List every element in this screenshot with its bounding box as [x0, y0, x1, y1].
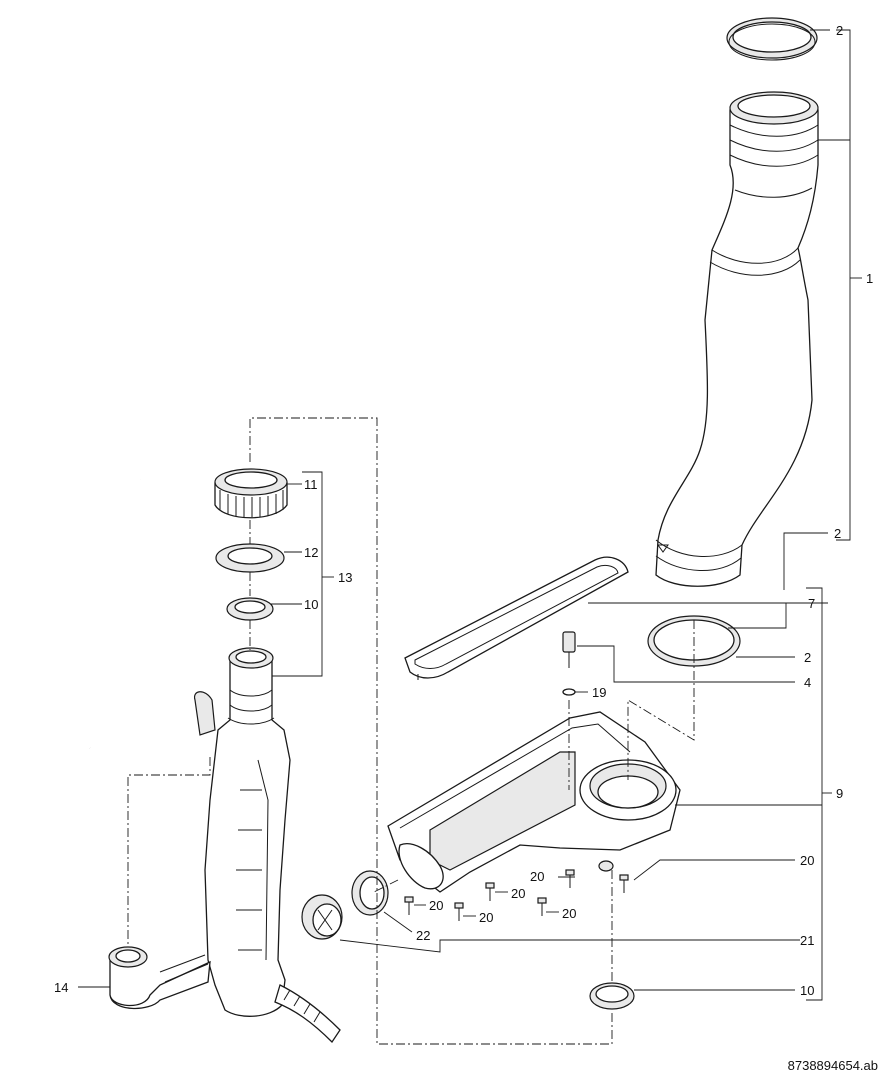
- o-ring-siphon: [226, 597, 274, 621]
- callout-20-a: 20: [530, 869, 544, 884]
- seal-ring-cap: [351, 870, 389, 916]
- condensate-pan: [387, 711, 681, 893]
- callout-2-lower: 2: [804, 650, 811, 665]
- callout-4: 4: [804, 675, 811, 690]
- callout-20-e: 20: [562, 906, 576, 921]
- callout-20-d: 20: [479, 910, 493, 925]
- callout-10-upper: 10: [304, 597, 318, 612]
- screw: [537, 897, 547, 916]
- callout-2-top: 2: [836, 23, 843, 38]
- temperature-sensor: [562, 631, 576, 696]
- seal-ring-bottom: [589, 982, 635, 1010]
- callout-14: 14: [54, 980, 68, 995]
- union-nut: [214, 468, 288, 519]
- callout-20-right: 20: [800, 853, 814, 868]
- screw: [404, 896, 414, 915]
- callout-1: 1: [866, 271, 873, 286]
- screw: [485, 882, 495, 901]
- elbow-connector: [108, 946, 211, 1010]
- document-number: 8738894654.ab: [788, 1058, 878, 1073]
- screw: [565, 869, 575, 888]
- gasket-frame: [404, 556, 629, 680]
- tube: [74, 131, 208, 749]
- callout-10-bottom: 10: [800, 983, 814, 998]
- callout-20-b: 20: [511, 886, 525, 901]
- seal-ring-top: [726, 17, 818, 61]
- callout-12: 12: [304, 545, 318, 560]
- callout-11: 11: [304, 477, 318, 492]
- callout-labels: 2 1 2 7 2 4 19 9 20 20 20 20 20 20 21 22…: [54, 23, 873, 998]
- outlet-hose: [274, 984, 341, 1044]
- callout-19: 19: [592, 685, 606, 700]
- leader-lines: [78, 29, 862, 1001]
- end-cap: [301, 894, 343, 940]
- flue-pipe: [655, 91, 819, 587]
- callout-20-c: 20: [429, 898, 443, 913]
- screw: [454, 902, 464, 921]
- siphon-body: [193, 647, 291, 1017]
- callout-22: 22: [416, 928, 430, 943]
- assembly-centerlines: [127, 417, 695, 1045]
- callout-2-middle: 2: [834, 526, 841, 541]
- callout-21: 21: [800, 933, 814, 948]
- screw-set: [404, 869, 629, 921]
- callout-13: 13: [338, 570, 352, 585]
- callout-9: 9: [836, 786, 843, 801]
- screw: [619, 874, 629, 893]
- callout-7: 7: [808, 596, 815, 611]
- flat-seal: [215, 543, 285, 573]
